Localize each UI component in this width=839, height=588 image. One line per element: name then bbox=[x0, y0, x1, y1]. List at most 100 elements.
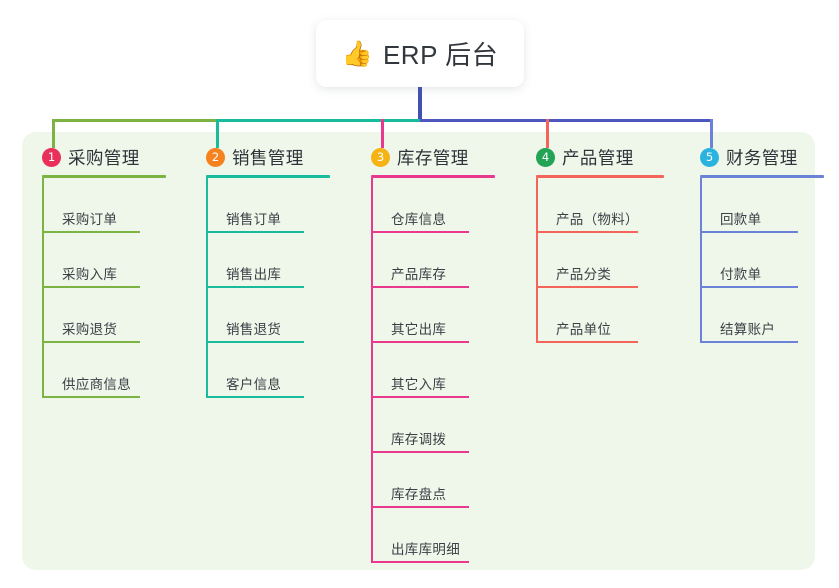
leaf-item[interactable]: 产品分类 bbox=[536, 233, 644, 288]
leaf-underline bbox=[700, 286, 798, 288]
leaf-label: 产品库存 bbox=[391, 267, 447, 282]
branch-underline bbox=[206, 175, 330, 178]
leaf-label: 销售订单 bbox=[226, 212, 282, 227]
leaf-label: 销售出库 bbox=[226, 267, 282, 282]
leaf-item[interactable]: 出库库明细 bbox=[371, 508, 475, 563]
branch-drop-1 bbox=[52, 119, 55, 148]
branch-drop-4 bbox=[546, 119, 549, 148]
leaf-list: 采购订单采购入库采购退货供应商信息 bbox=[42, 178, 146, 398]
leaf-item[interactable]: 销售订单 bbox=[206, 178, 310, 233]
branch-drop-5 bbox=[710, 119, 713, 148]
leaf-underline bbox=[206, 341, 304, 343]
leaf-label: 仓库信息 bbox=[391, 212, 447, 227]
leaf-label: 付款单 bbox=[720, 267, 762, 282]
branch-number-badge: 4 bbox=[536, 147, 555, 167]
leaf-label: 库存盘点 bbox=[391, 487, 447, 502]
leaf-item[interactable]: 销售退货 bbox=[206, 288, 310, 343]
leaf-list: 产品（物料）产品分类产品单位 bbox=[536, 178, 644, 343]
leaf-label: 产品单位 bbox=[556, 322, 612, 337]
leaf-underline bbox=[700, 231, 798, 233]
leaf-label: 供应商信息 bbox=[62, 377, 131, 392]
leaf-label: 回款单 bbox=[720, 212, 762, 227]
leaf-item[interactable]: 供应商信息 bbox=[42, 343, 146, 398]
leaf-label: 库存调拨 bbox=[391, 432, 447, 447]
branch-title: 财务管理 bbox=[726, 147, 798, 168]
branch-header-4[interactable]: 4 产品管理 bbox=[536, 144, 644, 170]
branch-title: 产品管理 bbox=[562, 147, 634, 168]
branch-drop-2 bbox=[216, 119, 219, 148]
leaf-list: 仓库信息产品库存其它出库其它入库库存调拨库存盘点出库库明细 bbox=[371, 178, 475, 563]
leaf-underline bbox=[206, 396, 304, 398]
leaf-list: 回款单付款单结算账户 bbox=[700, 178, 804, 343]
leaf-item[interactable]: 客户信息 bbox=[206, 343, 310, 398]
leaf-item[interactable]: 销售出库 bbox=[206, 233, 310, 288]
leaf-item[interactable]: 其它入库 bbox=[371, 343, 475, 398]
branch-underline bbox=[371, 175, 495, 178]
branch-spine bbox=[371, 178, 373, 563]
leaf-underline bbox=[371, 286, 469, 288]
branch-column-5: 5 财务管理回款单付款单结算账户 bbox=[700, 144, 824, 343]
branch-spine bbox=[700, 178, 702, 343]
leaf-label: 采购订单 bbox=[62, 212, 118, 227]
leaf-underline bbox=[42, 396, 140, 398]
bus-segment-3 bbox=[420, 119, 713, 122]
leaf-item[interactable]: 仓库信息 bbox=[371, 178, 475, 233]
leaf-underline bbox=[371, 506, 469, 508]
leaf-underline bbox=[371, 341, 469, 343]
leaf-item[interactable]: 产品（物料） bbox=[536, 178, 644, 233]
branch-title: 销售管理 bbox=[232, 147, 304, 168]
leaf-label: 其它出库 bbox=[391, 322, 447, 337]
branch-spine bbox=[42, 178, 44, 398]
leaf-underline bbox=[371, 451, 469, 453]
branch-number-badge: 1 bbox=[42, 147, 61, 167]
leaf-underline bbox=[371, 396, 469, 398]
branch-title: 库存管理 bbox=[397, 147, 469, 168]
leaf-underline bbox=[42, 231, 140, 233]
leaf-item[interactable]: 采购退货 bbox=[42, 288, 146, 343]
bus-segment-2 bbox=[216, 119, 422, 122]
root-title: ERP 后台 bbox=[382, 40, 499, 70]
branch-header-1[interactable]: 1 采购管理 bbox=[42, 144, 146, 170]
leaf-item[interactable]: 其它出库 bbox=[371, 288, 475, 343]
leaf-item[interactable]: 产品单位 bbox=[536, 288, 644, 343]
thumbs-up-icon: 👍 bbox=[341, 40, 373, 68]
branch-underline bbox=[700, 175, 824, 178]
bus-segment-1 bbox=[52, 119, 218, 122]
leaf-label: 客户信息 bbox=[226, 377, 282, 392]
branch-underline bbox=[536, 175, 664, 178]
diagram-panel bbox=[22, 132, 815, 570]
leaf-item[interactable]: 付款单 bbox=[700, 233, 804, 288]
leaf-underline bbox=[536, 341, 638, 343]
branch-spine bbox=[206, 178, 208, 398]
leaf-underline bbox=[42, 341, 140, 343]
leaf-item[interactable]: 库存调拨 bbox=[371, 398, 475, 453]
leaf-label: 出库库明细 bbox=[391, 542, 460, 557]
leaf-item[interactable]: 结算账户 bbox=[700, 288, 804, 343]
leaf-list: 销售订单销售出库销售退货客户信息 bbox=[206, 178, 310, 398]
branch-spine bbox=[536, 178, 538, 343]
branch-header-5[interactable]: 5 财务管理 bbox=[700, 144, 804, 170]
leaf-underline bbox=[700, 341, 798, 343]
leaf-item[interactable]: 采购订单 bbox=[42, 178, 146, 233]
leaf-label: 采购退货 bbox=[62, 322, 118, 337]
branch-column-4: 4 产品管理产品（物料）产品分类产品单位 bbox=[536, 144, 664, 343]
leaf-item[interactable]: 采购入库 bbox=[42, 233, 146, 288]
leaf-underline bbox=[206, 286, 304, 288]
root-stem-connector bbox=[418, 87, 422, 122]
branch-column-1: 1 采购管理采购订单采购入库采购退货供应商信息 bbox=[42, 144, 166, 398]
branch-drop-3 bbox=[381, 119, 384, 148]
leaf-item[interactable]: 回款单 bbox=[700, 178, 804, 233]
root-node[interactable]: 👍 ERP 后台 bbox=[316, 20, 524, 87]
branch-title: 采购管理 bbox=[68, 147, 140, 168]
leaf-underline bbox=[206, 231, 304, 233]
leaf-label: 其它入库 bbox=[391, 377, 447, 392]
branch-number-badge: 5 bbox=[700, 147, 719, 167]
leaf-label: 销售退货 bbox=[226, 322, 282, 337]
leaf-item[interactable]: 库存盘点 bbox=[371, 453, 475, 508]
leaf-item[interactable]: 产品库存 bbox=[371, 233, 475, 288]
